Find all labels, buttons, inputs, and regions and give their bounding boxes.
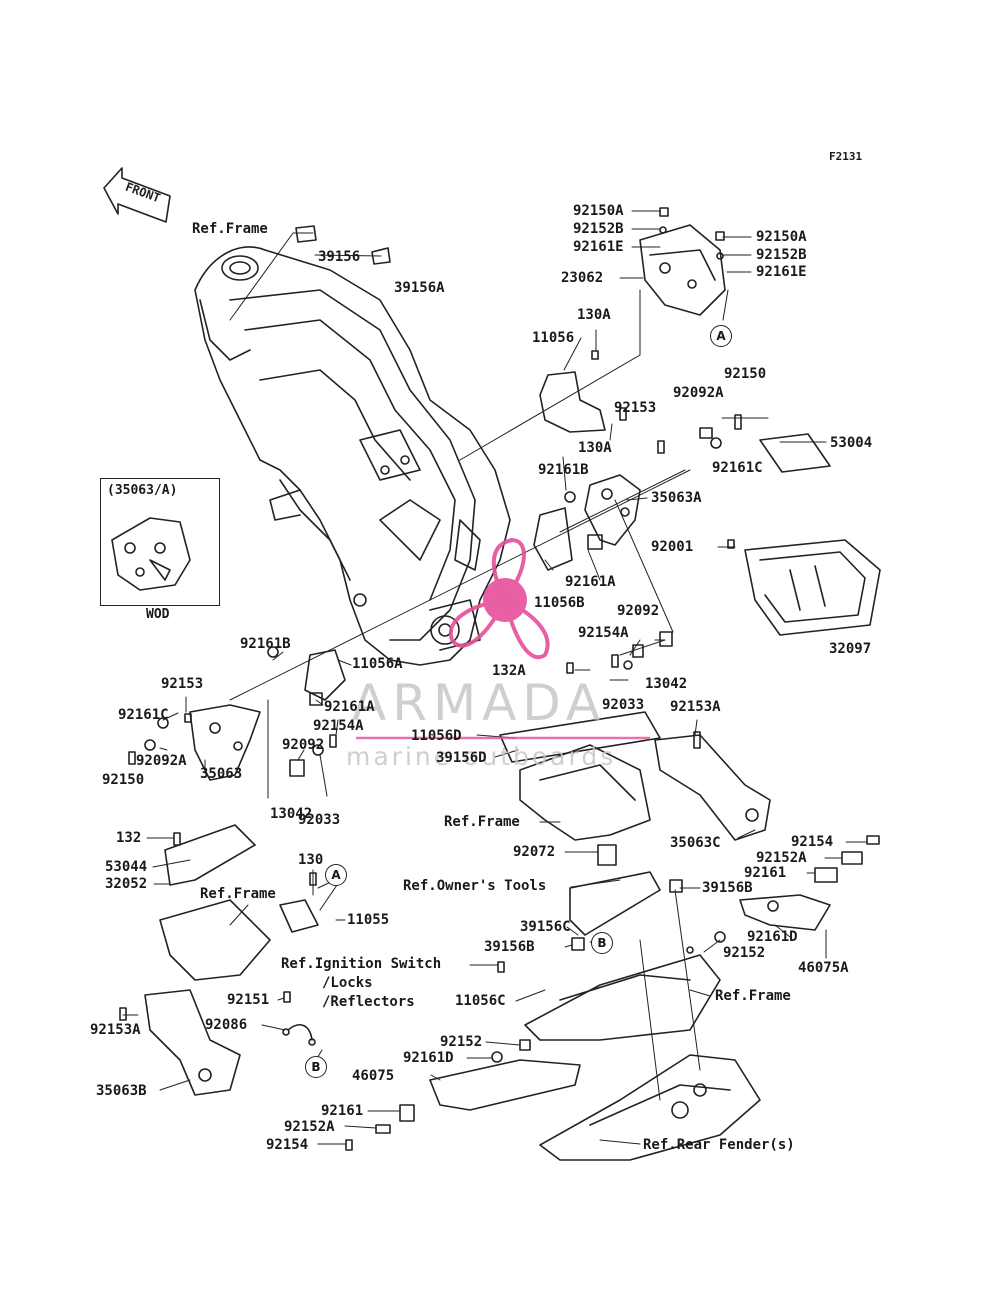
part-label: 39156A	[394, 280, 445, 296]
part-label: 92151	[227, 992, 270, 1008]
part-label: 92033	[602, 697, 645, 713]
part-label: 39156C	[520, 919, 571, 935]
part-label: 92161	[321, 1103, 364, 1119]
part-label: Ref.Frame	[715, 988, 791, 1004]
part-label: 92150A	[756, 229, 807, 245]
part-label: Ref.Owner's Tools	[403, 878, 547, 894]
inset-bracket-shape	[111, 517, 191, 591]
part-label: 92161E	[756, 264, 807, 280]
front-direction-arrow: FRONT	[103, 167, 171, 223]
part-label: 53004	[830, 435, 873, 451]
part-label: 35063	[200, 766, 243, 782]
sheet-code: F2131	[829, 150, 863, 163]
part-label: 92152B	[756, 247, 807, 263]
part-label: 92152A	[756, 850, 807, 866]
inset-title: (35063/A)	[107, 483, 178, 498]
part-label: 11055	[347, 912, 390, 928]
part-label: 92153A	[670, 699, 721, 715]
main-frame-shape	[194, 246, 511, 666]
part-label: 130A	[578, 440, 612, 456]
part-label: 11056	[532, 330, 575, 346]
part-label: 92153A	[90, 1022, 141, 1038]
part-label: Ref.Rear Fender(s)	[643, 1137, 795, 1153]
part-label: 92161A	[565, 574, 616, 590]
part-label: 32097	[829, 641, 872, 657]
part-label: 92072	[513, 844, 556, 860]
part-label: 92161B	[240, 636, 291, 652]
part-label: 92161C	[712, 460, 763, 476]
part-label: 92152B	[573, 221, 624, 237]
part-label: 132	[116, 830, 142, 846]
part-label: Ref.Frame	[200, 886, 276, 902]
part-label: 39156B	[484, 939, 535, 955]
part-label: 11056D	[411, 728, 462, 744]
part-label: 35063B	[96, 1083, 147, 1099]
part-label: 53044	[105, 859, 148, 875]
part-label: 130	[298, 852, 324, 868]
part-label: 130A	[577, 307, 611, 323]
part-label: 92086	[205, 1017, 248, 1033]
part-label: 92154A	[313, 718, 364, 734]
part-label: 132A	[492, 663, 526, 679]
part-label: 92092A	[673, 385, 724, 401]
fastener-shapes	[119, 207, 880, 1151]
inset-box	[100, 478, 220, 606]
inset-footer: WOD	[146, 607, 170, 622]
part-label: /Reflectors	[322, 994, 415, 1010]
part-label: 92153	[161, 676, 204, 692]
part-label: 92092	[282, 737, 325, 753]
part-label: 92092A	[136, 753, 187, 769]
part-label: 11056B	[534, 595, 585, 611]
part-label: 92154A	[578, 625, 629, 641]
part-label: 13042	[270, 806, 313, 822]
part-label: 92092	[617, 603, 660, 619]
part-label: 92033	[298, 812, 341, 828]
part-label: 92161D	[747, 929, 798, 945]
watermark-propeller-logo	[448, 537, 550, 659]
watermark-brand: ARMADA	[352, 674, 607, 732]
part-label: 46075A	[798, 960, 849, 976]
part-label: 35063A	[651, 490, 702, 506]
part-label: 39156	[318, 249, 361, 265]
part-label: 46075	[352, 1068, 395, 1084]
part-label: 23062	[561, 270, 604, 286]
part-label: 39156B	[702, 880, 753, 896]
callout-b: B	[591, 932, 613, 954]
part-label: 13042	[645, 676, 688, 692]
part-label: /Locks	[322, 975, 373, 991]
leader-lines	[122, 210, 867, 1145]
part-label: 92152A	[284, 1119, 335, 1135]
callout-b: B	[305, 1056, 327, 1078]
part-label: 92154	[791, 834, 834, 850]
part-label: 39156D	[436, 750, 487, 766]
part-label: 92161B	[538, 462, 589, 478]
watermark-tagline: marine outboards	[346, 742, 617, 771]
part-label: 92161	[744, 865, 787, 881]
part-label: 92161E	[573, 239, 624, 255]
part-label: 92150	[102, 772, 145, 788]
part-label: 92161D	[403, 1050, 454, 1066]
part-label: 92001	[651, 539, 694, 555]
callout-a: A	[710, 325, 732, 347]
part-label: Ref.Ignition Switch	[281, 956, 442, 972]
part-label: Ref.Frame	[444, 814, 520, 830]
part-label: 92161C	[118, 707, 169, 723]
front-arrow-text: FRONT	[123, 180, 162, 206]
part-label: 11056A	[352, 656, 403, 672]
part-label: 92161A	[324, 699, 375, 715]
part-label: 92150A	[573, 203, 624, 219]
part-label: 92150	[724, 366, 767, 382]
part-label: 92152	[723, 945, 766, 961]
part-label: Ref.Frame	[192, 221, 268, 237]
callout-a: A	[325, 864, 347, 886]
part-label: 35063C	[670, 835, 721, 851]
part-label: 92152	[440, 1034, 483, 1050]
part-label: 92154	[266, 1137, 309, 1153]
part-label: 11056C	[455, 993, 506, 1009]
part-label: 92153	[614, 400, 657, 416]
part-label: 32052	[105, 876, 148, 892]
